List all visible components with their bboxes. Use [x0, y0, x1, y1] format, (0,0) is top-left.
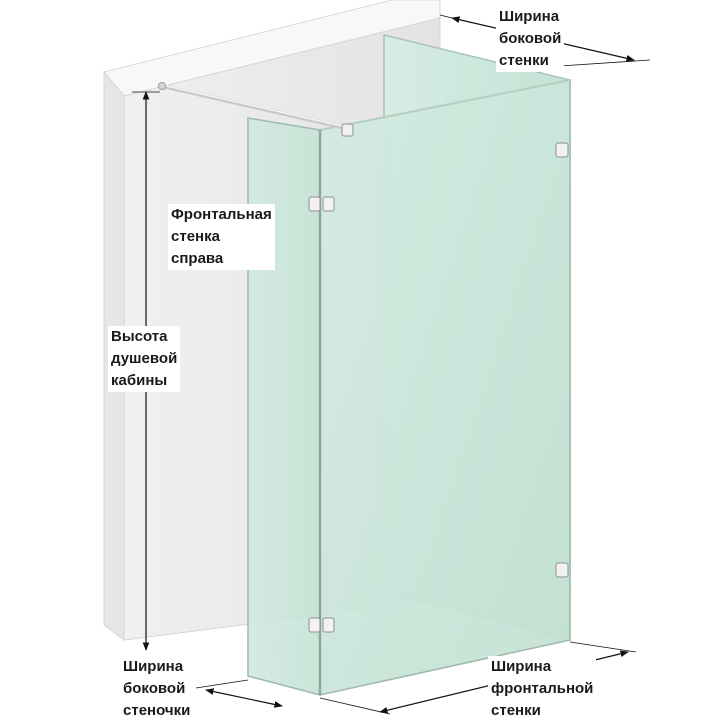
front-wall-width-label: Ширина фронтальной стенки — [488, 656, 597, 722]
side-glass-panel — [319, 79, 571, 696]
label-line: стеночки — [123, 702, 191, 719]
label-line: Высота — [111, 328, 168, 345]
side-wall-width-bottom-label: Ширина боковой стеночки — [120, 656, 194, 722]
label-line: Фронтальная — [171, 206, 272, 223]
front-right-panel-label: Фронтальная стенка справа — [168, 204, 275, 270]
label-line: боковой — [123, 680, 186, 697]
bottom-side-width-dimension-line — [205, 688, 283, 708]
label-line: стенка — [171, 228, 220, 245]
side-wall-width-top-label: Ширина боковой стенки — [496, 6, 565, 72]
label-line: справа — [171, 250, 224, 267]
label-line: душевой — [111, 350, 178, 367]
label-line: боковой — [499, 30, 562, 47]
stabilizer-bar — [158, 82, 354, 137]
label-line: фронтальной — [491, 680, 594, 697]
label-line: Ширина — [499, 8, 560, 25]
label-line: стенки — [491, 702, 541, 719]
label-line: кабины — [111, 372, 168, 389]
label-line: Ширина — [123, 658, 184, 675]
label-line: стенки — [499, 52, 549, 69]
cabin-height-label: Высота душевой кабины — [108, 326, 181, 392]
glass-clamps — [308, 142, 569, 633]
label-line: Ширина — [491, 658, 552, 675]
